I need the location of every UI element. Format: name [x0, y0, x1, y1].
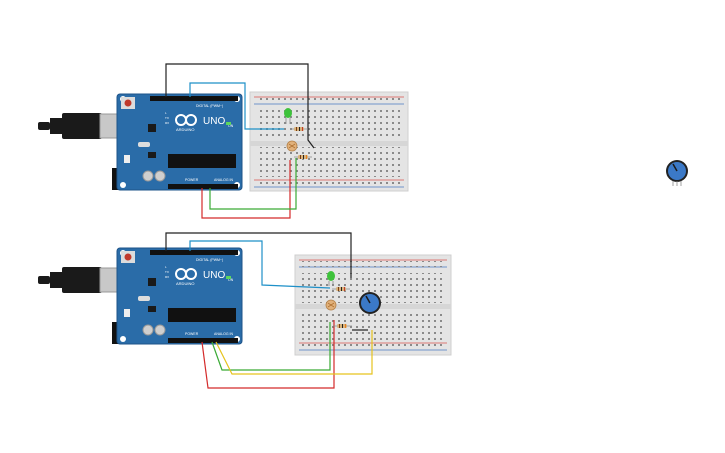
power-analog-header: [168, 184, 238, 189]
arduino-logo-icon: [175, 268, 197, 280]
l-label: L: [165, 111, 167, 115]
wire-blue[interactable]: [189, 82, 284, 130]
potentiometer-icon[interactable]: [359, 292, 381, 314]
analog-header-label: ANALOG IN: [214, 178, 234, 182]
potentiometer-icon[interactable]: [666, 160, 688, 186]
rx-label: RX: [165, 121, 169, 125]
wire-blue[interactable]: [189, 240, 331, 289]
wire-yellow[interactable]: [215, 330, 373, 375]
wire-green[interactable]: [211, 322, 331, 371]
wire-red[interactable]: [201, 320, 335, 389]
green-led[interactable]: [284, 108, 292, 124]
wire-black[interactable]: [165, 63, 315, 149]
wire-red[interactable]: [201, 160, 291, 219]
on-label: ON: [228, 278, 234, 282]
photoresistor[interactable]: [286, 140, 298, 152]
atmega-chip: [168, 308, 236, 322]
breadboard[interactable]: [249, 91, 409, 192]
resistor[interactable]: [332, 287, 350, 291]
digital-header-label: DIGITAL (PWM~): [196, 104, 223, 108]
arduino-uno-board[interactable]: UNO ARDUINO DIGITAL (PWM~) ON TX RX L PO…: [116, 93, 243, 191]
power-header-label: POWER: [185, 178, 199, 182]
digital-header-label: DIGITAL (PWM~): [196, 258, 223, 262]
photoresistor[interactable]: [325, 299, 337, 311]
digital-header: [150, 250, 238, 255]
wire-black[interactable]: [165, 232, 352, 278]
resistor[interactable]: [333, 324, 352, 328]
power-led: [226, 276, 231, 279]
atmega-chip: [168, 154, 236, 168]
power-header-label: POWER: [185, 332, 199, 336]
board-model-label: UNO: [203, 116, 225, 127]
power-analog-header: [168, 338, 238, 343]
resistor[interactable]: [290, 127, 308, 131]
circuit-bottom: UNO ARDUINO DIGITAL (PWM~) ON TX RX L PO…: [38, 232, 452, 389]
board-model-label: UNO: [203, 270, 225, 281]
l-label: L: [165, 265, 167, 269]
circuit-top: UNO ARDUINO DIGITAL (PWM~) ON TX RX L PO…: [38, 63, 409, 219]
wire-green[interactable]: [209, 158, 297, 210]
tx-label: TX: [165, 270, 169, 274]
on-label: ON: [228, 124, 234, 128]
tx-label: TX: [165, 116, 169, 120]
arduino-uno-board[interactable]: UNO ARDUINO DIGITAL (PWM~) ON TX RX L PO…: [116, 247, 243, 345]
board-brand-label: ARDUINO: [176, 127, 194, 132]
digital-header: [150, 96, 238, 101]
rx-label: RX: [165, 275, 169, 279]
resistor[interactable]: [294, 155, 312, 159]
board-brand-label: ARDUINO: [176, 281, 194, 286]
green-led[interactable]: [327, 271, 335, 286]
analog-header-label: ANALOG IN: [214, 332, 234, 336]
power-led: [226, 122, 231, 125]
arduino-logo-icon: [175, 114, 197, 126]
